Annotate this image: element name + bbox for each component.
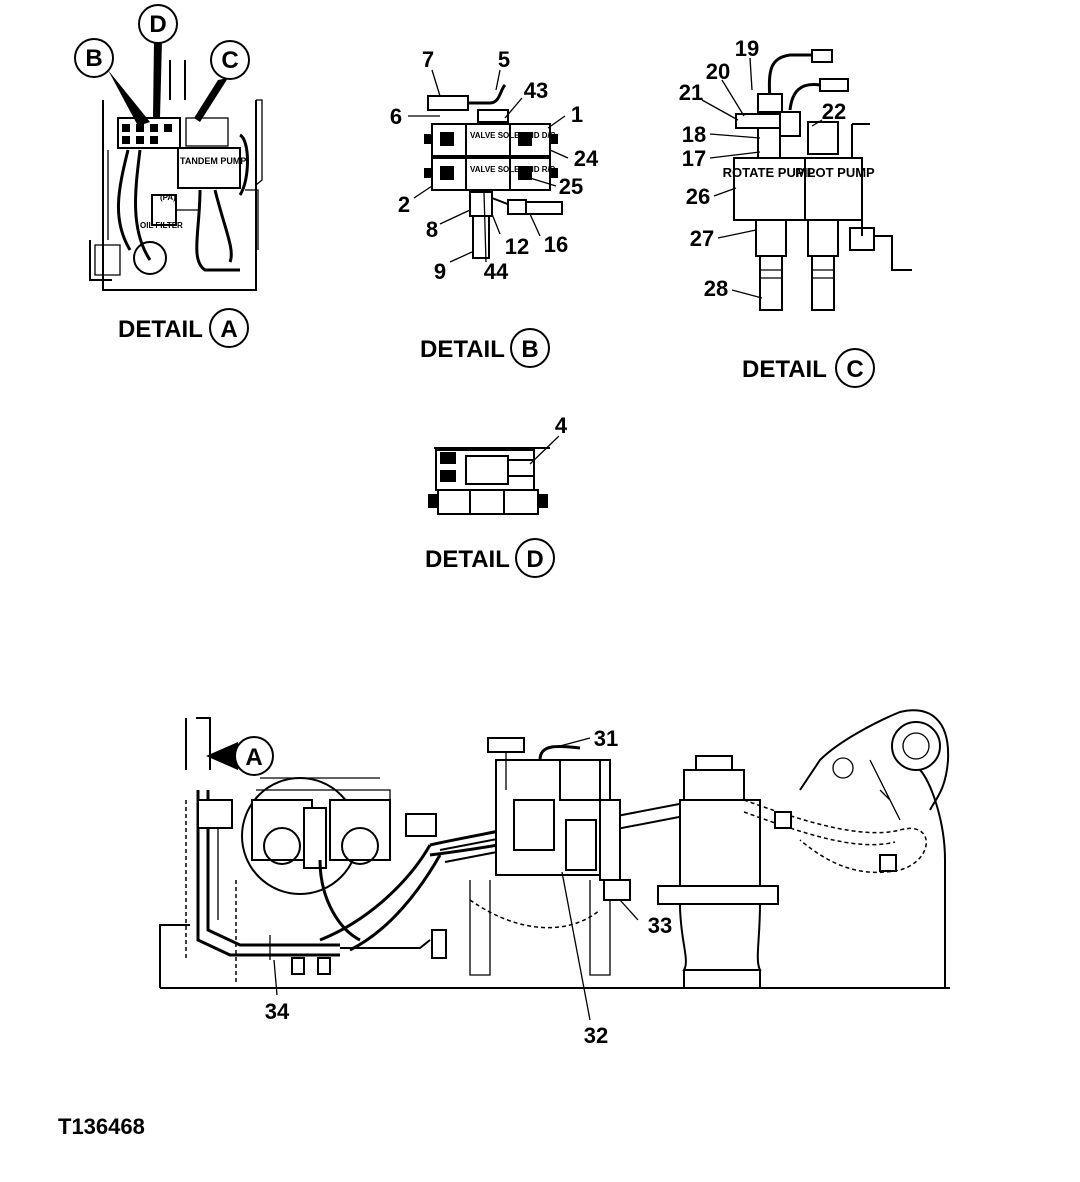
pilot-pump-label-line: PILOT PUMP bbox=[795, 165, 875, 180]
upper-valve-label: VALVE SOLENOID D/C bbox=[470, 131, 556, 140]
detail-b-callouts: 7 5 43 1 6 24 25 2 8 16 12 9 44 bbox=[390, 47, 599, 284]
callout-16: 16 bbox=[544, 232, 568, 257]
detail-a-word: DETAIL bbox=[118, 316, 203, 343]
callout-2: 2 bbox=[398, 192, 410, 217]
detail-b-caption: DETAIL B bbox=[420, 328, 550, 368]
callout-31: 31 bbox=[594, 726, 618, 751]
callout-27: 27 bbox=[690, 226, 714, 251]
detail-a-letter: A bbox=[220, 316, 237, 343]
detail-d-callouts: 4 bbox=[555, 413, 568, 438]
main-machine-drawing bbox=[159, 709, 950, 1021]
callout-28: 28 bbox=[704, 276, 728, 301]
detail-c-letter: C bbox=[846, 356, 863, 383]
detail-c-pump-labels: ROTATE PUMP PILOT PUMP bbox=[723, 165, 875, 180]
callout-d-letter: D bbox=[149, 11, 166, 38]
detail-b-word: DETAIL bbox=[420, 336, 505, 363]
callout-34: 34 bbox=[265, 999, 290, 1024]
callout-1: 1 bbox=[571, 102, 583, 127]
callout-21: 21 bbox=[679, 80, 703, 105]
callout-43: 43 bbox=[524, 78, 548, 103]
callout-24: 24 bbox=[574, 146, 599, 171]
callout-25: 25 bbox=[559, 174, 583, 199]
callout-d-bubble[interactable]: D bbox=[138, 4, 178, 44]
detail-b-drawing bbox=[424, 83, 563, 259]
callout-19: 19 bbox=[735, 36, 759, 61]
main-callout-a[interactable]: A bbox=[206, 736, 274, 776]
detail-c-leaders bbox=[701, 57, 823, 299]
callout-b-bubble[interactable]: B bbox=[74, 38, 114, 78]
callout-33: 33 bbox=[648, 913, 672, 938]
detail-d-letter: D bbox=[526, 546, 543, 573]
detail-a-labels: TANDEM PUMP (PA) OIL FILTER bbox=[140, 156, 246, 230]
figure-id: T136468 bbox=[58, 1114, 145, 1139]
callout-18: 18 bbox=[682, 122, 706, 147]
callout-5: 5 bbox=[498, 47, 510, 72]
callout-12: 12 bbox=[505, 234, 529, 259]
detail-d-word: DETAIL bbox=[425, 546, 510, 573]
detail-c-callouts: 19 20 21 22 18 17 26 27 28 bbox=[679, 36, 846, 301]
callout-32: 32 bbox=[584, 1023, 608, 1048]
pa-label: (PA) bbox=[160, 193, 176, 202]
callout-b-letter: B bbox=[85, 45, 102, 72]
pilot-pump-label: PILOT PUMP bbox=[795, 165, 875, 180]
callout-c-bubble[interactable]: C bbox=[210, 40, 250, 80]
detail-d-caption: DETAIL D bbox=[425, 538, 555, 578]
callout-4: 4 bbox=[555, 413, 568, 438]
callout-c-letter: C bbox=[221, 47, 238, 74]
callout-6: 6 bbox=[390, 104, 402, 129]
lower-valve-label: VALVE SOLENOID R/P bbox=[470, 165, 556, 174]
main-callouts: 31 33 32 34 bbox=[265, 726, 672, 1048]
detail-d-drawing bbox=[428, 435, 560, 515]
callout-26: 26 bbox=[686, 184, 710, 209]
detail-b-leaders bbox=[408, 69, 569, 263]
detail-c-word: DETAIL bbox=[742, 356, 827, 383]
rotate-pump-label-line: ROTATE PUMP bbox=[723, 165, 816, 180]
detail-b-letter: B bbox=[521, 336, 538, 363]
detail-c-drawing bbox=[733, 49, 912, 311]
callout-22: 22 bbox=[822, 99, 846, 124]
detail-c-caption: DETAIL C bbox=[742, 348, 875, 388]
callout-17: 17 bbox=[682, 146, 706, 171]
detail-b-valve-labels: VALVE SOLENOID D/C VALVE SOLENOID R/P bbox=[470, 131, 556, 174]
callout-8: 8 bbox=[426, 217, 438, 242]
rotate-pump-label: ROTATE PUMP bbox=[723, 165, 816, 180]
main-callout-a-letter: A bbox=[245, 744, 262, 771]
oil-filter-label: OIL FILTER bbox=[140, 221, 183, 230]
callout-44: 44 bbox=[484, 259, 509, 284]
detail-a-caption: DETAIL A bbox=[118, 308, 249, 348]
tandem-pump-label: TANDEM PUMP bbox=[180, 156, 246, 166]
callout-7: 7 bbox=[422, 47, 434, 72]
callout-9: 9 bbox=[434, 259, 446, 284]
detail-a-drawing bbox=[89, 40, 263, 291]
callout-20: 20 bbox=[706, 59, 730, 84]
